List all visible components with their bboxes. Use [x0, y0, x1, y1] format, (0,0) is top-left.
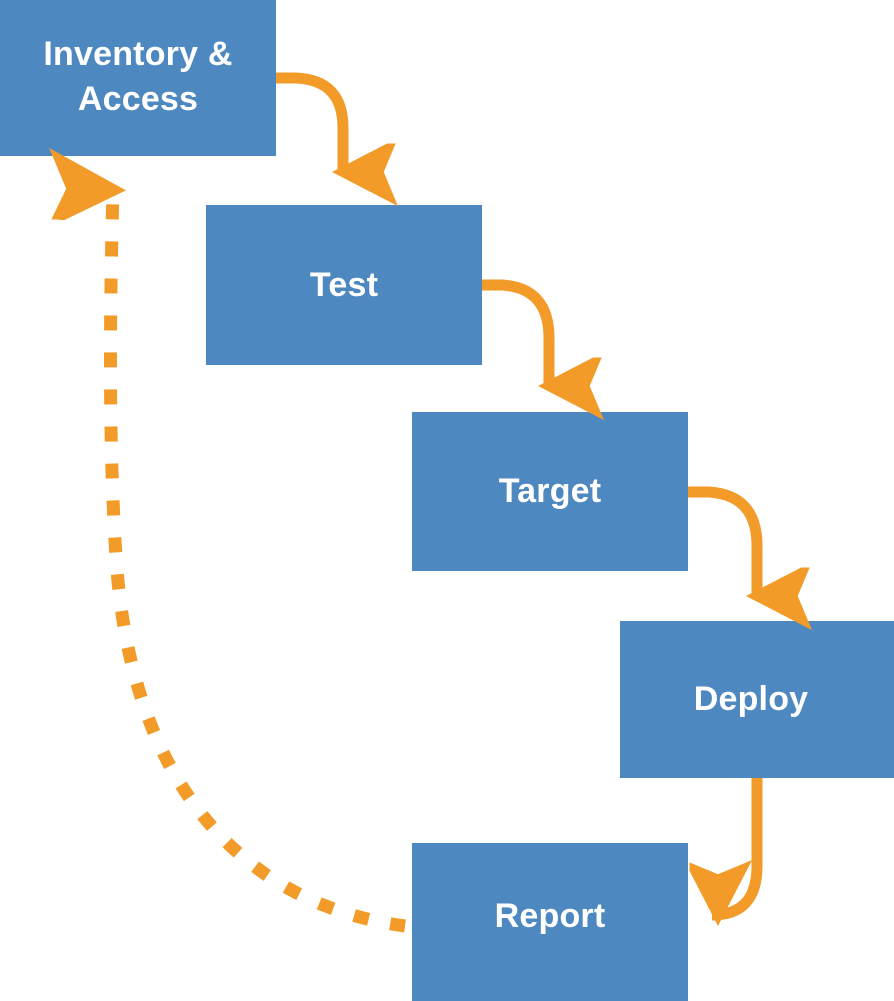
connector-deploy-to-report	[712, 778, 763, 915]
connector-target-to-deploy	[688, 486, 757, 596]
process-node-label: Inventory & Access	[43, 35, 233, 118]
process-node-deploy[interactable]: Deploy	[620, 621, 894, 778]
process-node-label: Report	[494, 896, 606, 935]
process-node-report[interactable]: Report	[412, 843, 688, 1001]
process-node-test[interactable]: Test	[206, 205, 482, 365]
connector-inventory-to-test	[276, 72, 343, 172]
process-node-inventory-access[interactable]: Inventory & Access	[0, 0, 276, 156]
connector-test-to-target	[482, 279, 549, 386]
process-node-target[interactable]: Target	[412, 412, 688, 571]
process-node-label: Test	[309, 265, 379, 304]
process-node-label: Target	[498, 472, 602, 511]
process-node-label: Deploy	[693, 680, 809, 719]
